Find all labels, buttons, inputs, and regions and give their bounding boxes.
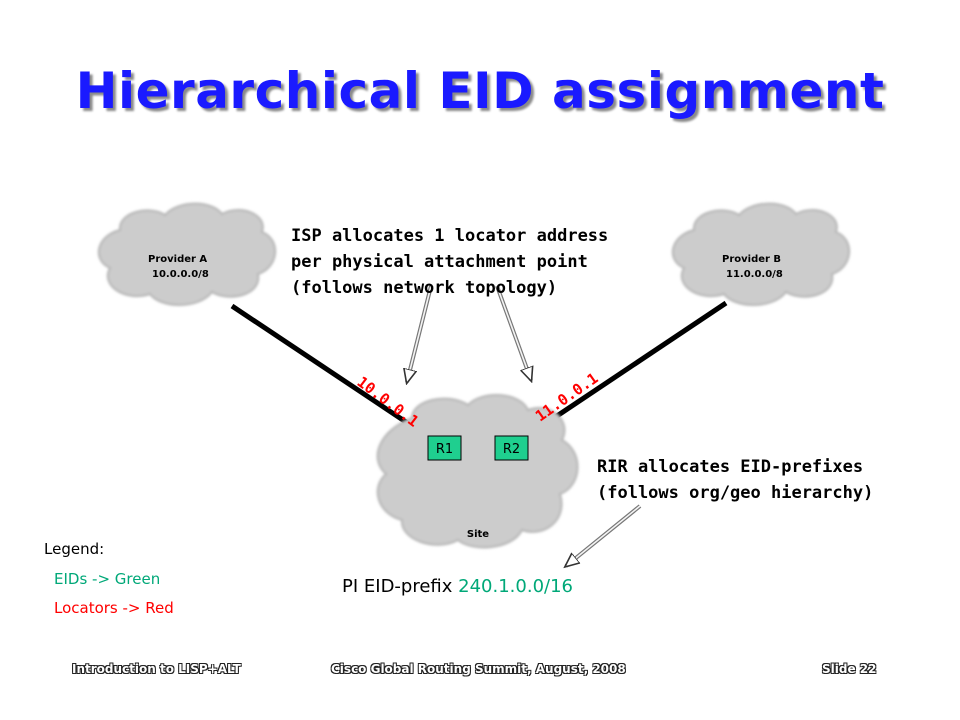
isp-note-line-3: (follows network topology)	[291, 278, 558, 298]
isp-arrow-right	[495, 285, 531, 380]
router-r2-box	[494, 435, 529, 461]
footer-left: Introduction to LISP+ALT	[72, 662, 241, 676]
provider-b-name: Provider B	[722, 254, 781, 265]
isp-arrow-left	[407, 285, 433, 382]
provider-b-prefix: 11.0.0.0/8	[726, 269, 783, 280]
provider-a-prefix: 10.0.0.0/8	[152, 269, 209, 280]
legend-eids: EIDs -> Green	[54, 570, 161, 588]
rir-note-line-1: RIR allocates EID-prefixes	[597, 457, 864, 477]
site-label: Site	[467, 529, 489, 540]
provider-b-cloud	[671, 202, 851, 306]
locator-10-0-0-1: 10.0.0.1	[354, 373, 423, 431]
isp-note: ISP allocates 1 locator address per phys…	[291, 223, 608, 301]
router-r1-box	[427, 435, 462, 461]
rir-arrow	[566, 504, 642, 566]
rir-note: RIR allocates EID-prefixes (follows org/…	[597, 454, 873, 506]
eid-prefix-value: 240.1.0.0/16	[458, 576, 574, 597]
eid-prefix-line: PI EID-prefix 240.1.0.0/16	[342, 576, 573, 597]
provider-a-name: Provider A	[148, 254, 207, 265]
footer-slide-number: Slide 22	[822, 662, 877, 676]
eid-prefix-label: PI EID-prefix	[342, 576, 453, 597]
router-r1-label: R1	[436, 442, 453, 457]
site-cloud	[376, 393, 579, 549]
legend-title: Legend:	[44, 540, 105, 558]
slide-title: Hierarchical EID assignment	[75, 62, 885, 120]
router-r2-label: R2	[503, 442, 520, 457]
locator-11-0-0-1: 11.0.0.1	[532, 369, 602, 425]
rir-note-line-2: (follows org/geo hierarchy)	[597, 483, 874, 503]
footer-center: Cisco Global Routing Summit, August, 200…	[331, 662, 626, 676]
isp-note-line-1: ISP allocates 1 locator address	[291, 226, 609, 246]
isp-note-line-2: per physical attachment point	[291, 252, 588, 272]
legend-locators: Locators -> Red	[54, 599, 174, 617]
provider-a-cloud	[97, 202, 277, 306]
link-provider-a	[230, 303, 438, 445]
